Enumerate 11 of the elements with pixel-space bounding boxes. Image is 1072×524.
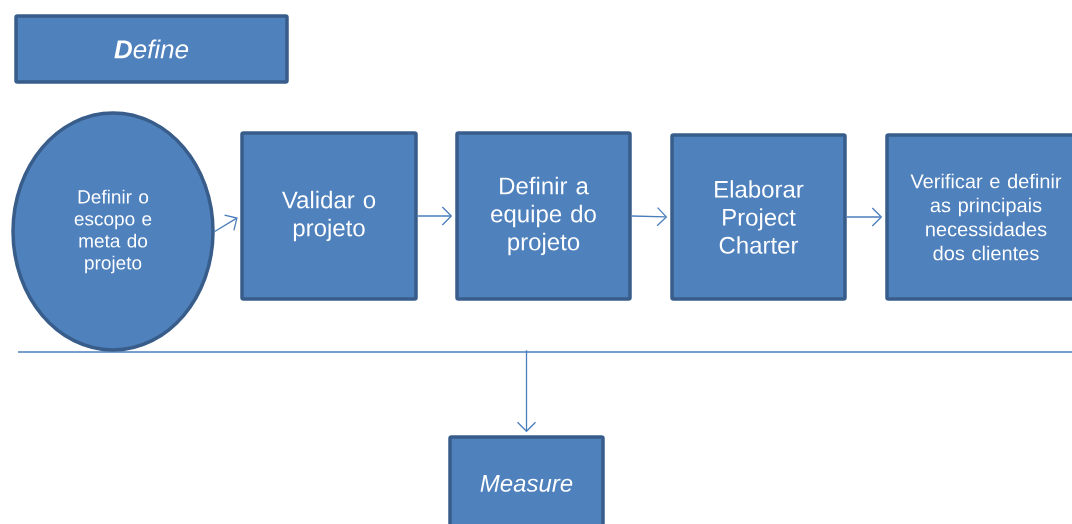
process-box: Elaborar Project Charter (670, 133, 847, 301)
process-box: Verificar e definir as principais necessidades dos clientes (885, 133, 1072, 301)
arrow (631, 207, 668, 227)
process-box: Validar o projeto (240, 131, 418, 301)
process-box: Define (14, 14, 289, 84)
arrow (417, 206, 453, 226)
arrow (214, 214, 238, 233)
process-box: Measure (448, 435, 605, 524)
arrow (516, 349, 537, 433)
process-box: Definir a equipe do projeto (455, 131, 632, 301)
arrow (846, 207, 883, 227)
